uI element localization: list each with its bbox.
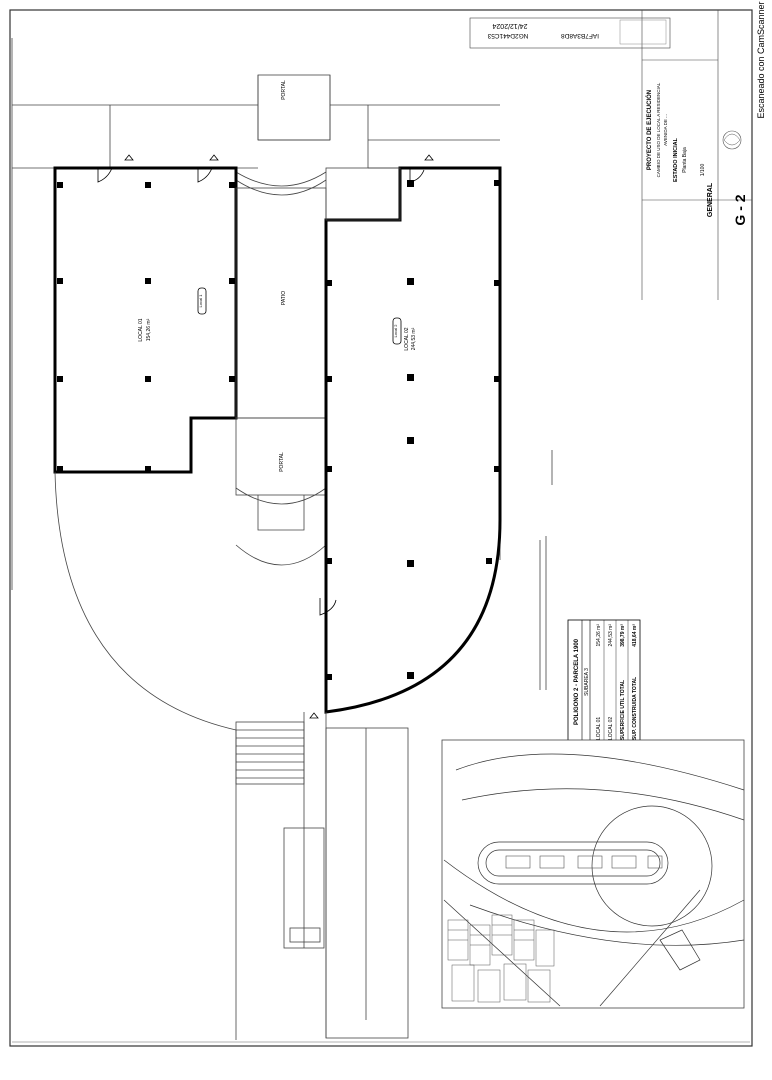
drawing-floor: Planta Baja — [682, 147, 688, 173]
local-01-tag: Local 1 — [198, 294, 203, 308]
sheet-border — [9, 9, 753, 1047]
local-01-label-group: LOCAL 01 154,26 m² Local 1 — [138, 287, 207, 342]
local-01-area: 154,26 m² — [146, 318, 152, 341]
patio-label: PATIO — [281, 291, 287, 305]
area-row-label: LOCAL 01 — [596, 717, 602, 740]
project-line-2: AVENIDA DE ... — [663, 114, 668, 146]
drawing-scale: 1/100 — [700, 164, 706, 177]
project-line-1: CAMBIO DE USO DE LOCAL A RESIDENCIAL — [656, 82, 661, 177]
area-table: POLIGONO 2 - PARCELA 1900 SUBAREA 3 LOCA… — [567, 619, 641, 745]
area-row-value: 244,53 m² — [608, 624, 614, 647]
plan-number: G - 2 — [732, 194, 748, 225]
patio-arcs — [235, 171, 327, 566]
street-lines — [11, 38, 501, 590]
local-02-entry-box — [325, 167, 401, 221]
area-table-subheading: SUBAREA 3 — [584, 668, 590, 696]
lower-structures — [235, 450, 553, 1040]
portal-top — [257, 74, 331, 141]
local-02-area: 244,53 m² — [411, 327, 417, 350]
area-row-value: 398,79 m² — [620, 624, 626, 647]
portal-mid-label: PORTAL — [279, 452, 285, 472]
project-type: PROYECTO DE EJECUCIÓN — [645, 90, 653, 170]
local-02-tag: Local 2 — [393, 324, 398, 338]
door-symbols — [97, 154, 434, 719]
general-label: GENERAL — [707, 182, 714, 217]
area-row-value: 154,26 m² — [596, 624, 602, 647]
area-table-heading: POLIGONO 2 - PARCELA 1900 — [574, 638, 580, 725]
portal-top-label: PORTAL — [281, 80, 287, 100]
signature-stamp — [722, 130, 742, 150]
area-row-value: 418,64 m² — [632, 624, 638, 647]
local-01-name: LOCAL 01 — [138, 318, 144, 341]
stamp-id-2: NG2D441C53 — [487, 32, 528, 39]
stamp-date: 24/12/2024 — [492, 22, 527, 29]
local-02-label-group: Local 2 LOCAL 02 244,53 m² — [392, 317, 417, 351]
area-row-label: SUPERFICIE UTIL TOTAL — [620, 680, 626, 740]
local-02-name: LOCAL 02 — [404, 327, 410, 350]
area-row-label: LOCAL 02 — [608, 717, 614, 740]
drawing-state: ESTADO INICIAL — [673, 137, 679, 182]
area-row-label: SUP. CONSTRUIDA TOTAL — [632, 677, 638, 740]
lower-left-arc — [54, 471, 237, 731]
scanner-watermark: Escaneado con CamScanner — [756, 1, 766, 118]
local-02-columns — [326, 180, 500, 680]
local-02-outline — [324, 166, 502, 714]
stamp-id-1: IAF7B3A8D8 — [561, 32, 599, 39]
title-block: PROYECTO DE EJECUCIÓN CAMBIO DE USO DE L… — [469, 10, 752, 300]
location-map-inset — [441, 739, 745, 1009]
local-01-columns — [57, 182, 235, 472]
